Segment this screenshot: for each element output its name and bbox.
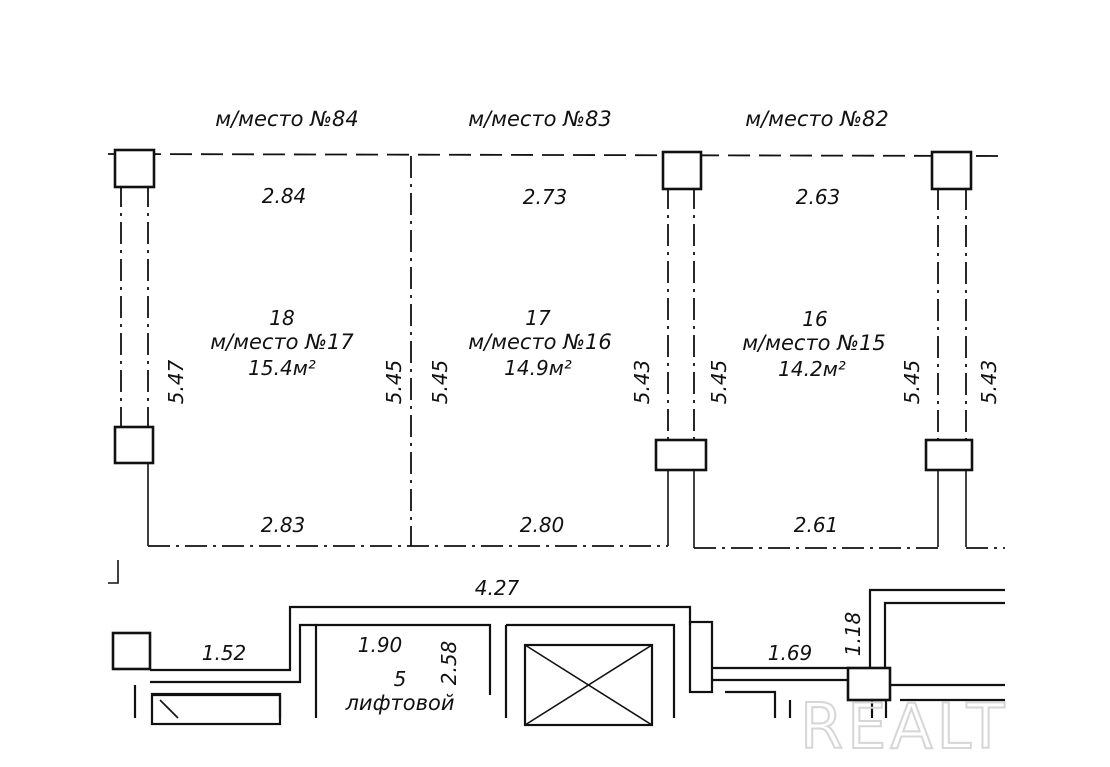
- label-space-82: м/место №82: [745, 107, 889, 131]
- watermark: REALT: [800, 690, 1009, 763]
- wall-middle: [667, 187, 695, 548]
- dim-vertical-right: 1.18: [841, 612, 865, 657]
- room-depth: 2.58: [437, 641, 461, 686]
- room-number-5: 5: [394, 667, 407, 691]
- column-top-left: [113, 148, 156, 189]
- space-16-name: м/место №16: [468, 330, 612, 354]
- room-width: 1.90: [358, 633, 403, 657]
- bottom-margin: [0, 722, 1110, 767]
- room-name-elevator: лифтовой: [345, 691, 455, 715]
- space-17-left-depth: 5.47: [164, 359, 188, 404]
- space-15-name: м/место №15: [742, 331, 886, 355]
- space-15-top-width: 2.63: [796, 185, 841, 209]
- wall-right: [937, 188, 967, 547]
- space-15-room-number: 16: [802, 307, 827, 331]
- space-17-area: 15.4м²: [248, 356, 316, 380]
- space-17-right-depth: 5.45: [382, 360, 406, 405]
- space-15-bottom-width: 2.61: [794, 513, 839, 537]
- space-15-outer-depth: 5.43: [977, 360, 1001, 405]
- column-top-right: [930, 150, 973, 191]
- space-17-top-width: 2.84: [262, 184, 307, 208]
- space-17-room-number: 18: [269, 306, 294, 330]
- corridor-width: 4.27: [475, 576, 520, 600]
- space-15-left-depth: 5.45: [707, 360, 731, 405]
- space-16-top-width: 2.73: [523, 185, 568, 209]
- lower-block-walls: [133, 588, 1005, 719]
- space-17-bottom-width: 2.83: [261, 513, 306, 537]
- label-space-84: м/место №84: [215, 107, 359, 131]
- space-17-name: м/место №17: [210, 330, 354, 354]
- column-bottom-left: [111, 631, 152, 671]
- space-16-left-depth: 5.45: [428, 360, 452, 405]
- top-boundary-line: [107, 153, 1006, 157]
- space-16-right-depth: 5.43: [630, 360, 654, 405]
- column-top-middle: [661, 150, 703, 191]
- elevator-shaft-left: [150, 692, 282, 726]
- space-16-area: 14.9м²: [504, 356, 572, 380]
- column-mid-left: [113, 425, 155, 465]
- dim-right: 1.69: [768, 641, 813, 665]
- elevator-shaft-right: [523, 643, 654, 727]
- dim-left: 1.52: [202, 641, 247, 665]
- label-space-83: м/место №83: [468, 107, 612, 131]
- column-mid-right: [924, 438, 974, 472]
- space-16-room-number: 17: [525, 306, 551, 330]
- space-15-right-depth: 5.45: [900, 360, 924, 405]
- column-mid-middle: [654, 438, 708, 472]
- corner-mark: [108, 560, 119, 584]
- space-15-area: 14.2м²: [778, 357, 846, 381]
- space-16-bottom-width: 2.80: [520, 513, 565, 537]
- wall-left: [120, 185, 149, 546]
- bottom-boundary-line: [148, 545, 1005, 549]
